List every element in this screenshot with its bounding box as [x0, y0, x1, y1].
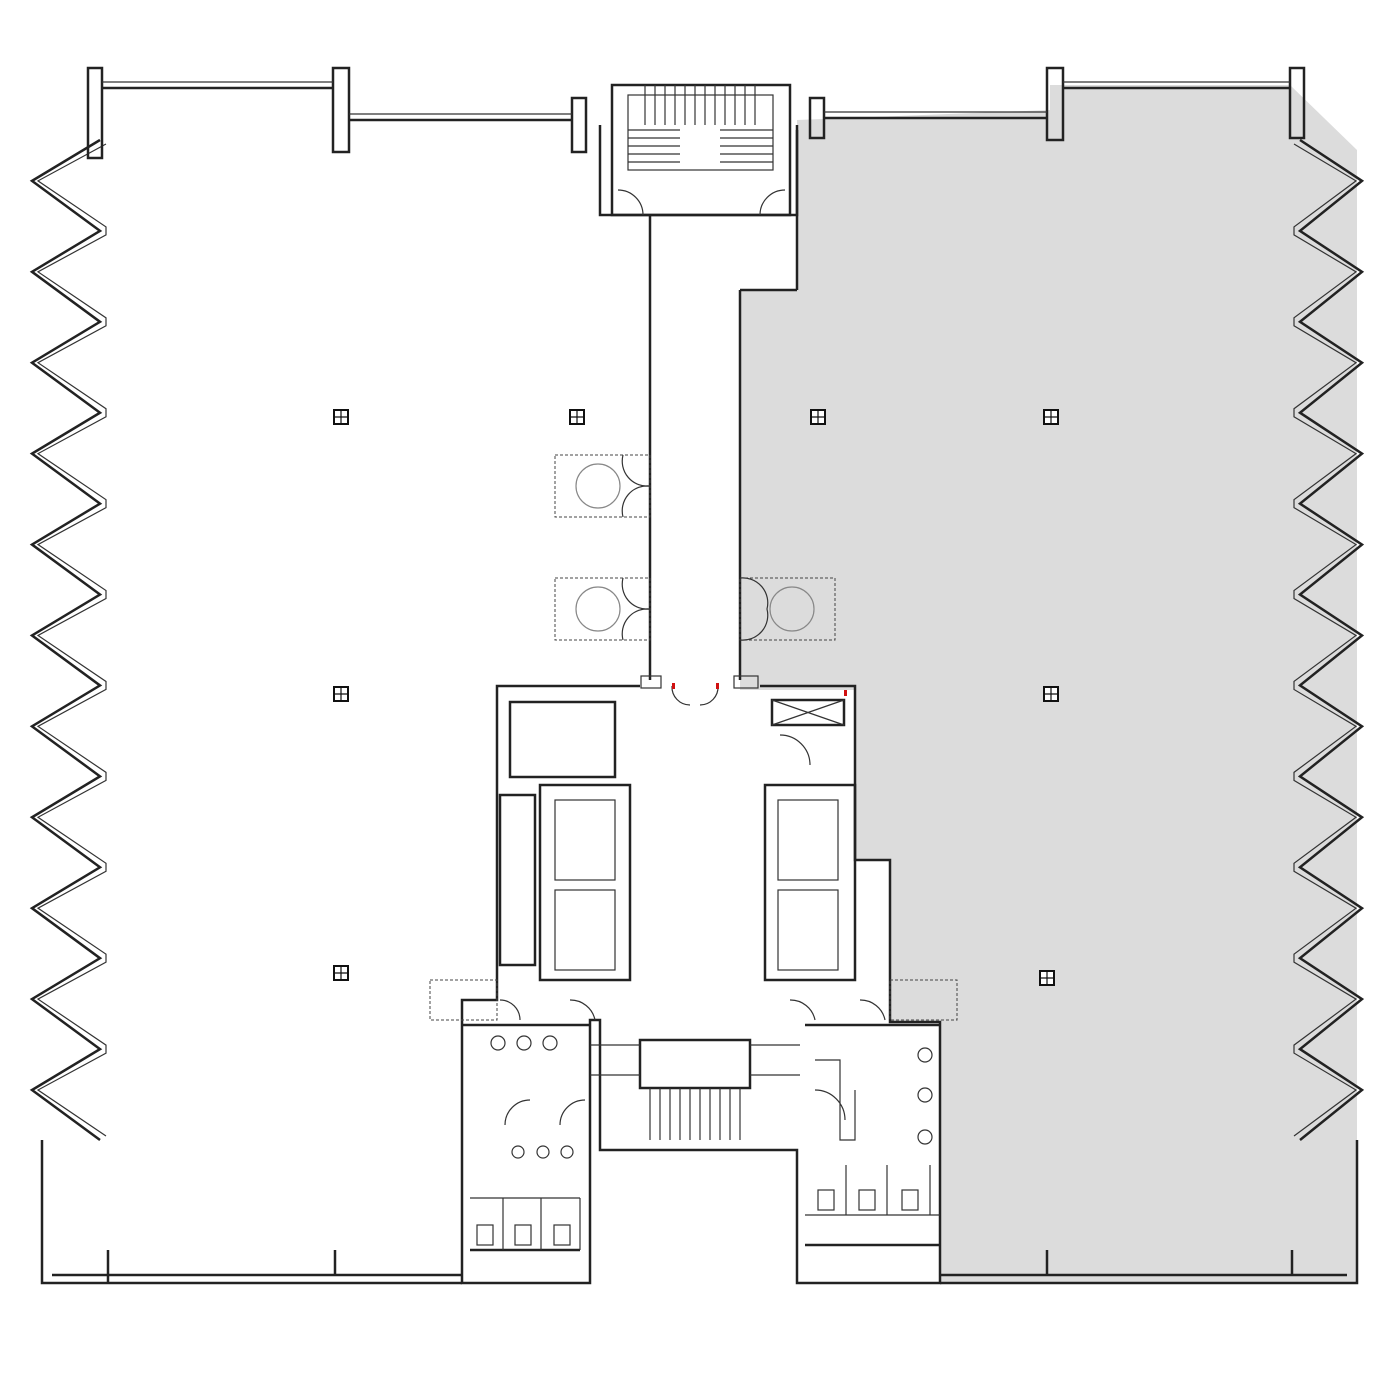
stair-icon — [649, 1088, 741, 1140]
sink-icon — [542, 1035, 558, 1051]
toilet-icon — [514, 1224, 532, 1246]
toilet-icon — [901, 1189, 919, 1211]
column-cross — [1044, 410, 1058, 424]
toilet-icon — [817, 1189, 835, 1211]
sink-icon — [917, 1129, 933, 1145]
column-cross — [811, 410, 825, 424]
elevators — [554, 454, 836, 641]
toilet-icon — [858, 1189, 876, 1211]
door-swing-icon — [621, 577, 651, 641]
pillar — [1288, 66, 1306, 140]
column-cross — [1044, 687, 1058, 701]
elevator-car — [769, 586, 815, 632]
marker — [716, 683, 719, 689]
highlighted-east-wing[interactable] — [740, 85, 1357, 1283]
marker — [672, 683, 675, 689]
sink-icon — [511, 1145, 525, 1159]
pillar — [86, 66, 104, 160]
elevator-icon — [554, 889, 616, 971]
elevator-car — [575, 463, 621, 509]
columns — [333, 409, 1059, 986]
facade-wall — [1297, 138, 1365, 1141]
sink-icon — [490, 1035, 506, 1051]
sink-icon — [917, 1087, 933, 1103]
marker — [844, 690, 847, 696]
facade-window — [36, 143, 107, 1137]
outer-walls — [40, 66, 1359, 1285]
elevator-car — [575, 586, 621, 632]
pillar — [1045, 66, 1065, 142]
sink-icon — [560, 1145, 574, 1159]
door-swing-icon — [739, 577, 769, 641]
pillar — [331, 66, 351, 154]
elevator-icon — [777, 799, 839, 881]
elevator-icon — [739, 577, 836, 641]
column-cross — [334, 966, 348, 980]
facade-wall — [29, 138, 103, 1142]
sink-icon — [516, 1035, 532, 1051]
central-core — [429, 675, 958, 1285]
column-cross — [334, 687, 348, 701]
column-cross — [570, 410, 584, 424]
column-cross — [334, 410, 348, 424]
facade-window — [1293, 143, 1358, 1137]
elevator-icon — [554, 799, 616, 881]
column-cross — [1040, 971, 1054, 985]
door-swing-icon — [621, 454, 651, 518]
sink-icon — [917, 1047, 933, 1063]
toilet-icon — [553, 1224, 571, 1246]
pillar — [570, 96, 588, 154]
toilet-icon — [476, 1224, 494, 1246]
facade-windows — [29, 138, 1365, 1142]
elevator-icon — [777, 889, 839, 971]
sink-icon — [536, 1145, 550, 1159]
stair-icon — [628, 85, 773, 163]
sanitary-fixtures — [476, 1035, 933, 1250]
stair-core-north — [598, 83, 799, 217]
